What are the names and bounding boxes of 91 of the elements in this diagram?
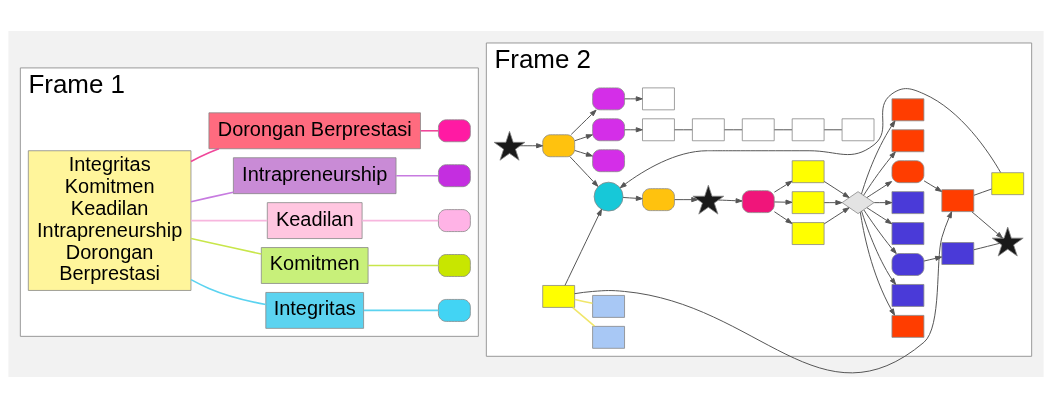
node-box [791,117,825,141]
arrow [823,180,850,198]
arrow [863,209,897,254]
node-box [592,294,625,318]
node-box [438,253,471,277]
node-box [791,159,825,183]
connector [363,309,439,311]
connector [395,174,439,176]
node-box [438,118,471,142]
arrow [923,179,943,192]
arrow [823,206,850,224]
connector [190,147,220,162]
arrow [861,119,896,194]
arrow [971,210,1003,238]
arrow [619,87,1002,188]
node-box: Dorongan Berprestasi [208,111,421,149]
arrow [674,196,699,202]
arrow [773,180,793,193]
node-box: Keadilan [266,201,363,239]
arrow [859,211,896,316]
node-box [891,128,925,152]
connector [724,128,743,130]
connector [973,242,1001,250]
arrow [718,197,743,203]
connector [190,237,262,255]
node-box [592,148,625,172]
connector [190,219,268,221]
node-box [592,117,625,141]
arrow [866,206,893,224]
node-box [941,188,975,212]
node-box [592,325,625,349]
node-box [642,187,675,211]
node-box [891,159,925,183]
node-box [891,314,925,338]
arrow [622,195,643,201]
arrow [773,199,793,205]
node-box [791,190,825,214]
node-box [542,133,576,157]
arrow [564,208,602,286]
arrow [923,255,943,261]
node-star [493,130,526,161]
node-box: Integritas Komitmen Keadilan Intrapreneurship Dorongan Berprestasi [27,149,192,291]
arrow [574,210,953,373]
node-box [438,163,471,187]
node-box [642,117,675,141]
arrow [863,151,896,196]
node-box [438,208,471,232]
node-box [438,298,471,322]
node-box [841,117,875,141]
node-box [642,86,675,110]
arrow [569,155,599,187]
node-box [741,189,775,213]
node-box [891,221,925,245]
arrow [570,109,597,135]
node-box [692,117,725,141]
connector [571,306,596,327]
connector [823,128,843,130]
connector [361,219,439,221]
arrow [624,95,643,101]
connector [419,129,440,132]
node-box [891,190,925,214]
connector [190,278,267,305]
node-box: Integritas [265,291,364,329]
arrow [861,210,897,285]
arrow [624,126,643,132]
node-box: Komitmen [260,246,369,284]
arrow [866,180,893,198]
arrow [773,210,793,224]
connector [973,188,992,196]
node-box [542,284,576,308]
node-box [791,221,825,245]
node-box [891,252,925,276]
connector [773,128,793,130]
arrow [873,199,893,205]
arrow [519,142,544,148]
arrow [574,149,593,157]
cluster: Frame 2 [485,41,1033,357]
node-star [991,226,1024,256]
node-box [592,86,625,110]
connector [674,128,693,130]
arrow [823,199,843,205]
connector [574,298,594,304]
node-box [941,241,975,265]
node-box [741,117,775,141]
node-box [891,283,925,307]
node-box [991,171,1025,195]
node-box: Intrapreneurship [233,156,397,194]
connector [367,264,440,266]
node-box [891,97,925,121]
connector [190,191,235,202]
arrow [574,133,593,141]
